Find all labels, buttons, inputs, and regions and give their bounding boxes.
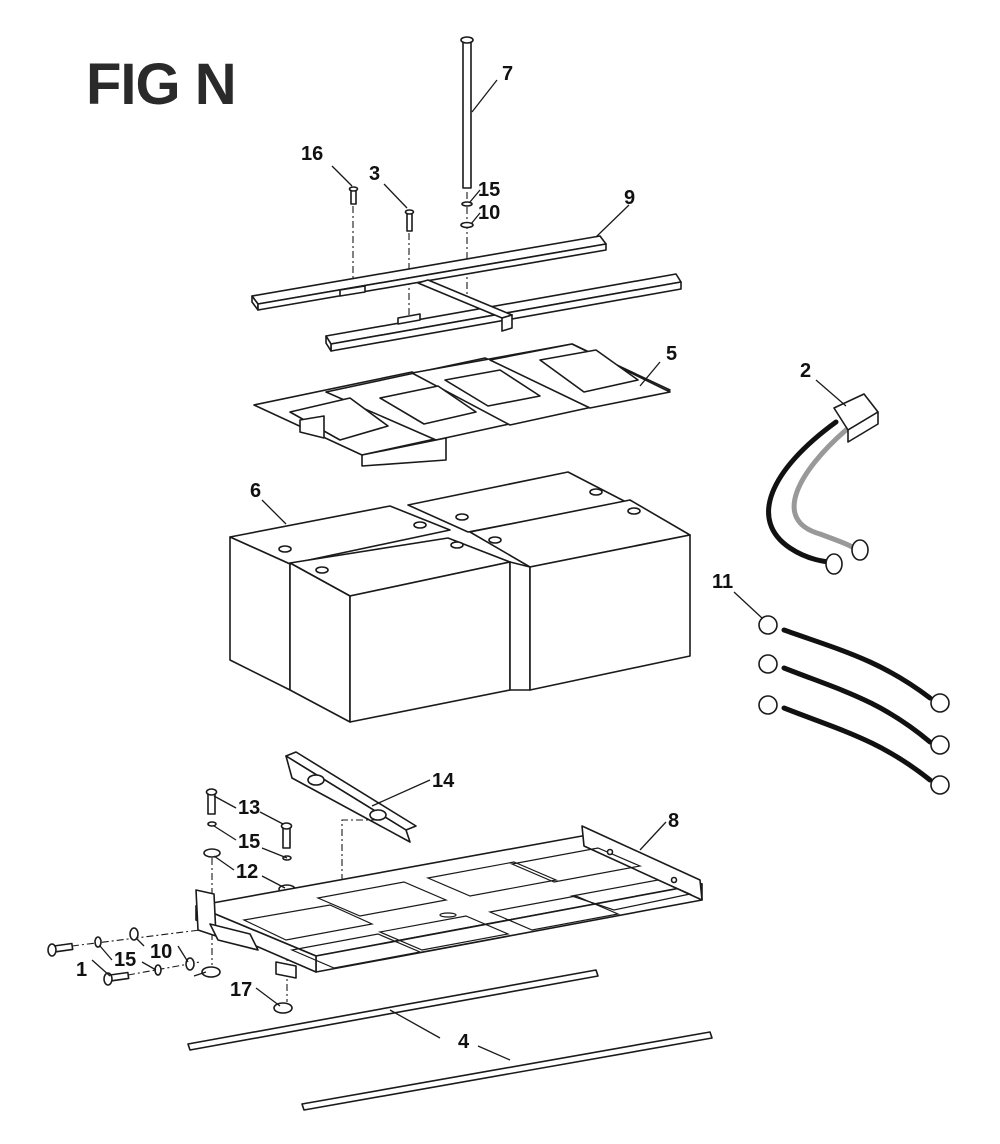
callout-15-mid: 15 bbox=[238, 831, 260, 853]
callout-10-top: 10 bbox=[478, 202, 500, 224]
part-6-batteries bbox=[229, 471, 691, 723]
part-2-connector-harness bbox=[766, 393, 879, 575]
part-16-screw bbox=[348, 186, 359, 290]
callout-14: 14 bbox=[432, 770, 455, 792]
part-15-washer-side-a bbox=[94, 936, 102, 948]
callout-13: 13 bbox=[238, 797, 260, 819]
part-10-washer-side-a bbox=[129, 927, 139, 941]
part-4-strips bbox=[187, 969, 713, 1111]
callout-16: 16 bbox=[301, 143, 323, 165]
callout-11: 11 bbox=[712, 571, 733, 593]
part-1-bolts bbox=[47, 929, 201, 986]
part-7-rod bbox=[460, 36, 474, 300]
callout-12: 12 bbox=[236, 861, 258, 883]
figure-title: FIG N bbox=[86, 52, 237, 117]
callout-2: 2 bbox=[800, 360, 811, 382]
part-12-washer-left bbox=[203, 848, 221, 858]
part-8-battery-tray bbox=[195, 825, 703, 979]
part-13-bolts bbox=[205, 788, 293, 849]
part-17-washer-b bbox=[273, 1002, 293, 1014]
part-17-washer-a bbox=[201, 966, 221, 978]
part-9-hold-down-frame bbox=[251, 235, 682, 352]
callout-1: 1 bbox=[76, 959, 87, 981]
callout-6: 6 bbox=[250, 480, 261, 502]
callout-10-side: 10 bbox=[150, 941, 172, 963]
callout-17: 17 bbox=[230, 979, 252, 1001]
part-15-washer-left bbox=[207, 821, 217, 827]
part-3-screw bbox=[404, 209, 415, 316]
callout-8: 8 bbox=[668, 810, 679, 832]
part-14-clamp-bar bbox=[285, 751, 417, 940]
callout-4: 4 bbox=[458, 1031, 470, 1053]
callout-15-top: 15 bbox=[478, 179, 500, 201]
leader-lines bbox=[91, 79, 847, 1061]
part-5-cover-mats bbox=[253, 343, 671, 467]
callout-5: 5 bbox=[666, 343, 677, 365]
callout-7: 7 bbox=[502, 63, 513, 85]
callout-15-side: 15 bbox=[114, 949, 136, 971]
callout-9: 9 bbox=[624, 187, 635, 209]
part-10-washer-top bbox=[460, 221, 474, 229]
callout-3: 3 bbox=[369, 163, 380, 185]
part-15-washer-top bbox=[461, 201, 473, 207]
part-11-battery-cables bbox=[758, 615, 950, 795]
